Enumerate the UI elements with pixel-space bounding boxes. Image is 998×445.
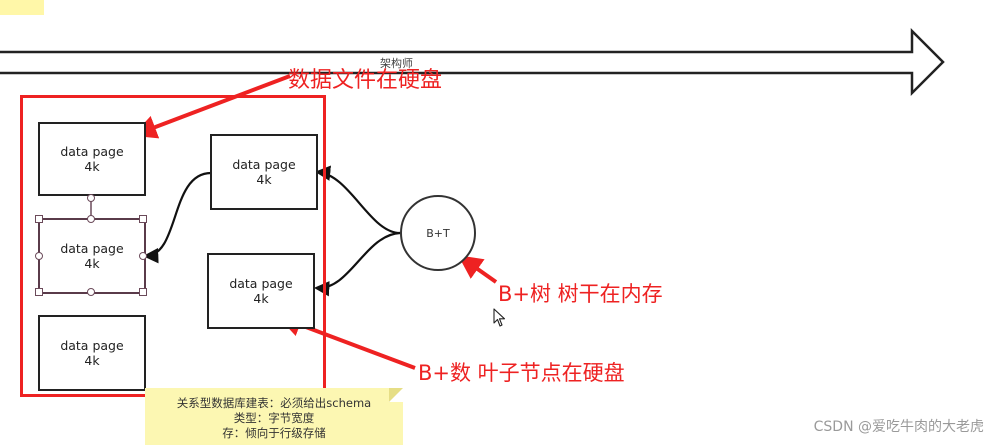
rotate-handle[interactable] xyxy=(87,194,95,202)
architect-label: 架构师 xyxy=(380,57,413,70)
box-label: data page xyxy=(60,241,124,256)
data-page-box-right-bottom[interactable]: data page 4k xyxy=(207,253,315,329)
red-arrow-disk-files xyxy=(132,74,291,139)
resize-handle-nw[interactable] xyxy=(35,215,43,223)
annotation-disk-files: 数据文件在硬盘 xyxy=(288,68,443,93)
box-size: 4k xyxy=(256,172,272,187)
box-size: 4k xyxy=(253,291,269,306)
resize-handle-ne[interactable] xyxy=(139,215,147,223)
data-page-box-right-top[interactable]: data page 4k xyxy=(210,134,318,210)
resize-handle-sw[interactable] xyxy=(35,288,43,296)
box-size: 4k xyxy=(84,353,100,368)
resize-handle-n[interactable] xyxy=(87,215,95,223)
box-size: 4k xyxy=(84,159,100,174)
btree-root-node[interactable]: B+T xyxy=(400,195,476,271)
schema-sticky-note[interactable]: 关系型数据库建表：必须给出schema 类型：字节宽度 存：倾向于行级存储 xyxy=(145,388,403,445)
annotation-btree-memory: B+树 树干在内存 xyxy=(498,282,663,306)
corner-sticky-note xyxy=(0,0,44,15)
connector-btree-to-top-page xyxy=(314,165,401,235)
sticky-line-1: 关系型数据库建表：必须给出schema xyxy=(176,396,372,410)
box-label: data page xyxy=(60,144,124,159)
box-label: data page xyxy=(229,276,293,291)
data-page-box-left-bottom[interactable]: data page 4k xyxy=(38,315,146,391)
btree-node-label: B+T xyxy=(426,226,450,240)
resize-handle-se[interactable] xyxy=(139,288,147,296)
red-arrow-btree-memory xyxy=(458,255,498,284)
sticky-line-2: 类型：字节宽度 xyxy=(233,411,315,425)
resize-handle-w[interactable] xyxy=(35,252,43,260)
connector-right-top-to-left-mid xyxy=(142,171,212,264)
sticky-line-3: 存：倾向于行级存储 xyxy=(222,426,326,440)
resize-handle-e[interactable] xyxy=(139,252,147,260)
connector-btree-to-bottom-page xyxy=(313,231,401,297)
sticky-fold-corner xyxy=(389,388,403,402)
disk-highlight-frame xyxy=(20,95,326,397)
mouse-cursor-icon xyxy=(493,308,506,327)
data-page-box-left-top[interactable]: data page 4k xyxy=(38,122,146,196)
watermark: CSDN @爱吃牛肉的大老虎 xyxy=(813,419,984,435)
box-size: 4k xyxy=(84,256,100,271)
box-label: data page xyxy=(232,157,296,172)
annotation-leaf-disk: B+数 叶子节点在硬盘 xyxy=(418,361,625,385)
box-label: data page xyxy=(60,338,124,353)
resize-handle-s[interactable] xyxy=(87,288,95,296)
timeline-arrow xyxy=(0,27,945,97)
